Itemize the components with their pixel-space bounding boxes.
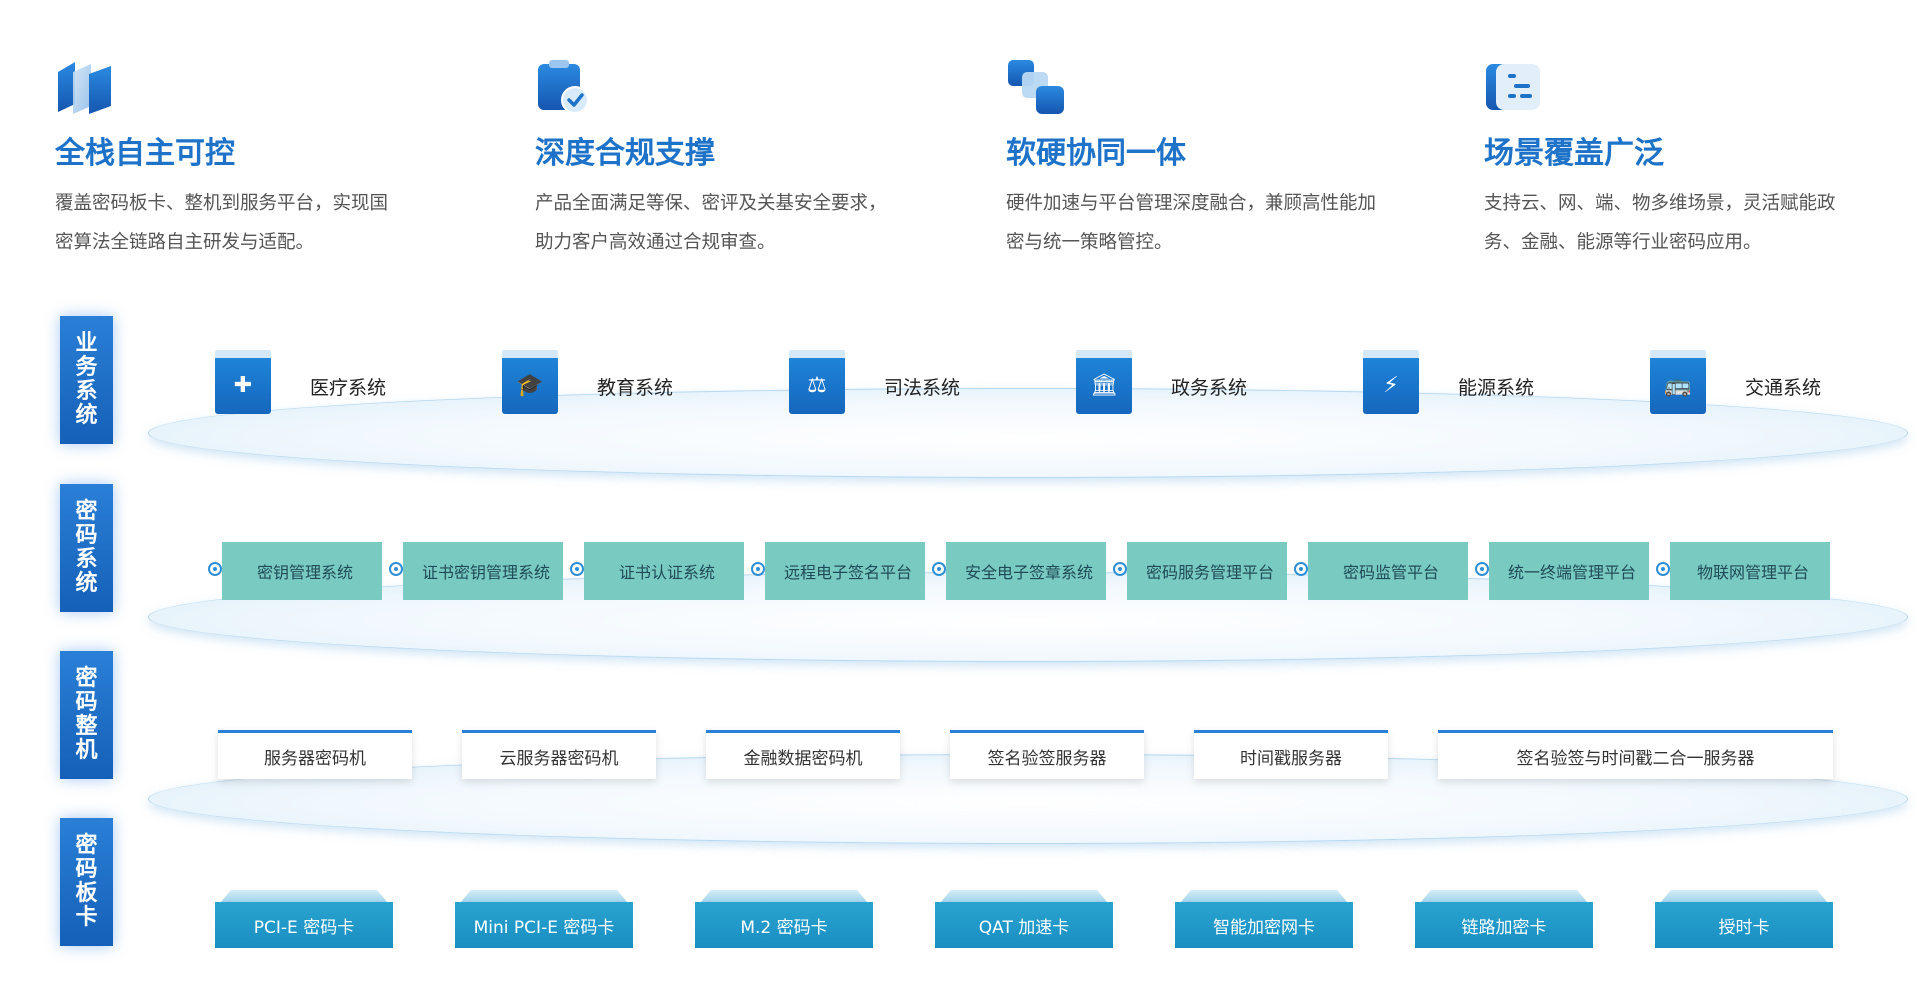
platform-business	[148, 388, 1908, 478]
biz-label: 司法系统	[884, 377, 961, 399]
crypto-system-item[interactable]: 密钥管理系统	[208, 542, 382, 600]
node-dot-icon	[1656, 562, 1670, 576]
card-item[interactable]: 智能加密网卡	[1175, 902, 1353, 948]
feature-title: 场景覆盖广泛	[1484, 136, 1664, 171]
crypto-system-item[interactable]: 远程电子签名平台	[751, 542, 925, 600]
card-item[interactable]: M.2 密码卡	[695, 902, 873, 948]
node-dot-icon	[1113, 562, 1127, 576]
server-item[interactable]: 签名验签与时间戳二合一服务器	[1438, 730, 1833, 779]
feature-desc: 硬件加速与平台管理深度融合，兼顾高性能加 密与统一策略管控。	[1006, 193, 1377, 253]
server-item[interactable]: 金融数据密码机	[706, 730, 900, 779]
biz-transport[interactable]: 🚌 交通系统	[1650, 350, 1890, 416]
blocks-icon	[1006, 58, 1066, 116]
server-item[interactable]: 签名验签服务器	[950, 730, 1144, 779]
card-item[interactable]: PCI-E 密码卡	[215, 902, 393, 948]
feature-title: 深度合规支撑	[535, 136, 715, 171]
government-building-icon: 🏛	[1076, 350, 1132, 414]
node-dot-icon	[1294, 562, 1308, 576]
node-dot-icon	[208, 562, 222, 576]
biz-label: 教育系统	[597, 377, 674, 399]
node-dot-icon	[1475, 562, 1489, 576]
clipboard-check-icon	[535, 58, 595, 116]
feature-title: 软硬协同一体	[1006, 136, 1186, 171]
feature-full-stack: 全栈自主可控 覆盖密码板卡、整机到服务平台，实现国 密算法全链路自主研发与适配。	[55, 58, 475, 262]
layer-label-crypto-card: 密码板卡	[60, 818, 113, 946]
biz-medical[interactable]: ✚ 医疗系统	[215, 350, 455, 416]
biz-energy[interactable]: ⚡ 能源系统	[1363, 350, 1603, 416]
server-item[interactable]: 服务器密码机	[218, 730, 412, 779]
card-item[interactable]: 授时卡	[1655, 902, 1833, 948]
feature-desc: 产品全面满足等保、密评及关基安全要求， 助力客户高效通过合规审查。	[535, 193, 887, 253]
crypto-system-item[interactable]: 物联网管理平台	[1656, 542, 1830, 600]
scales-icon: ⚖	[789, 350, 845, 414]
crypto-system-item[interactable]: 密码监管平台	[1294, 542, 1468, 600]
crypto-system-item[interactable]: 证书密钥管理系统	[389, 542, 563, 600]
feature-title: 全栈自主可控	[55, 136, 235, 171]
biz-judicial[interactable]: ⚖ 司法系统	[789, 350, 1029, 416]
graduation-cap-icon: 🎓	[502, 350, 558, 414]
node-dot-icon	[932, 562, 946, 576]
card-item[interactable]: QAT 加速卡	[935, 902, 1113, 948]
crypto-system-item[interactable]: 统一终端管理平台	[1475, 542, 1649, 600]
biz-label: 政务系统	[1171, 377, 1248, 399]
node-dot-icon	[389, 562, 403, 576]
medical-kit-icon: ✚	[215, 350, 271, 414]
crypto-system-item[interactable]: 密码服务管理平台	[1113, 542, 1287, 600]
bus-icon: 🚌	[1650, 350, 1706, 414]
card-item[interactable]: 链路加密卡	[1415, 902, 1593, 948]
feature-scenario: 场景覆盖广泛 支持云、网、端、物多维场景，灵活赋能政 务、金融、能源等行业密码应…	[1484, 58, 1904, 262]
layers-icon	[55, 58, 115, 116]
node-dot-icon	[570, 562, 584, 576]
feature-desc: 覆盖密码板卡、整机到服务平台，实现国 密算法全链路自主研发与适配。	[55, 193, 389, 253]
feature-compliance: 深度合规支撑 产品全面满足等保、密评及关基安全要求， 助力客户高效通过合规审查。	[535, 58, 955, 262]
list-icon	[1484, 58, 1544, 116]
card-item[interactable]: Mini PCI-E 密码卡	[455, 902, 633, 948]
layer-label-business: 业务系统	[60, 316, 113, 444]
biz-education[interactable]: 🎓 教育系统	[502, 350, 742, 416]
crypto-system-item[interactable]: 安全电子签章系统	[932, 542, 1106, 600]
server-item[interactable]: 云服务器密码机	[462, 730, 656, 779]
biz-government[interactable]: 🏛 政务系统	[1076, 350, 1316, 416]
feature-desc: 支持云、网、端、物多维场景，灵活赋能政 务、金融、能源等行业密码应用。	[1484, 193, 1836, 253]
energy-drop-icon: ⚡	[1363, 350, 1419, 414]
node-dot-icon	[751, 562, 765, 576]
biz-label: 医疗系统	[310, 377, 387, 399]
biz-label: 能源系统	[1458, 377, 1535, 399]
crypto-system-item[interactable]: 证书认证系统	[570, 542, 744, 600]
server-item[interactable]: 时间戳服务器	[1194, 730, 1388, 779]
layer-label-crypto-system: 密码系统	[60, 484, 113, 612]
feature-hw-sw: 软硬协同一体 硬件加速与平台管理深度融合，兼顾高性能加 密与统一策略管控。	[1006, 58, 1426, 262]
layer-label-crypto-machine: 密码整机	[60, 651, 113, 779]
biz-label: 交通系统	[1745, 377, 1822, 399]
